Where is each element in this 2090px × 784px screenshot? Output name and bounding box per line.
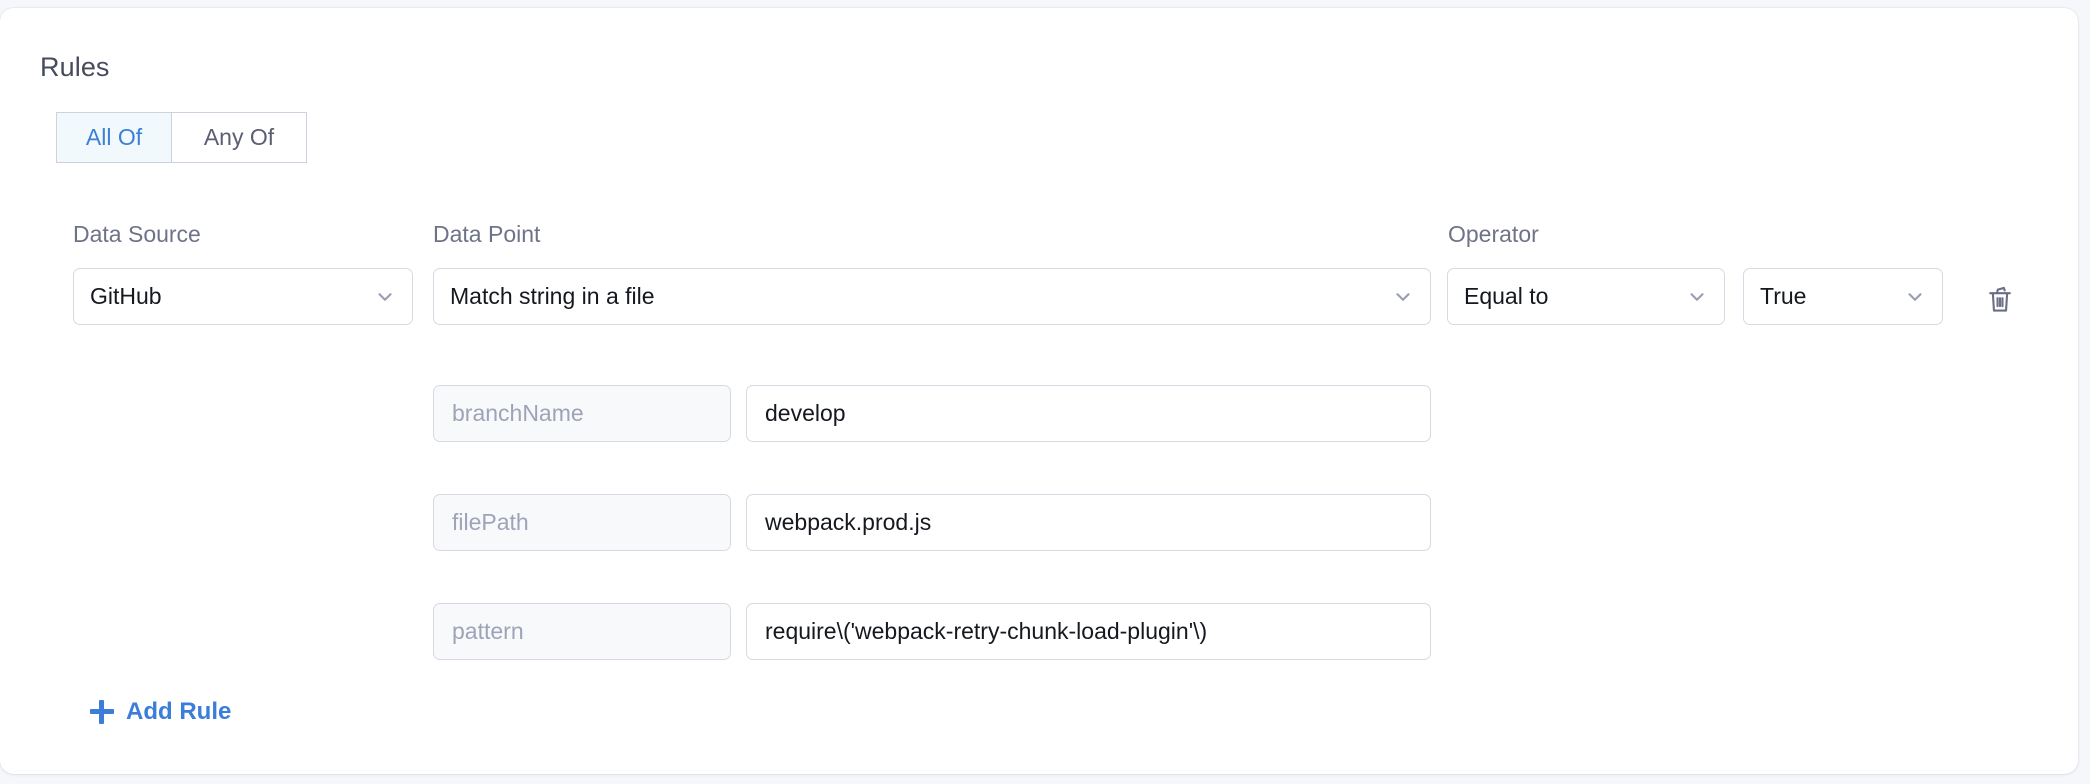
parameter-key-field[interactable]: pattern [433, 603, 731, 660]
data-source-select[interactable]: GitHub [73, 268, 413, 325]
page-title: Rules [40, 52, 110, 82]
match-type-all-of-button[interactable]: All Of [56, 112, 171, 163]
data-point-select-value: Match string in a file [450, 283, 655, 309]
parameter-key-field[interactable]: filePath [433, 494, 731, 551]
match-type-any-of-button[interactable]: Any Of [171, 112, 307, 163]
match-type-toggle-group: All Of Any Of [56, 112, 307, 163]
add-rule-label: Add Rule [126, 698, 232, 725]
operator-select-value: Equal to [1464, 283, 1549, 309]
parameter-value-field[interactable]: require\('webpack-retry-chunk-load-plugi… [746, 603, 1431, 660]
delete-rule-button[interactable] [1978, 280, 2022, 320]
add-rule-button[interactable]: Add Rule [90, 698, 231, 726]
operator-label: Operator [1448, 221, 1539, 247]
parameter-value-field[interactable]: develop [746, 385, 1431, 442]
parameter-row: branchName develop [0, 385, 2078, 442]
parameter-key-field[interactable]: branchName [433, 385, 731, 442]
data-source-label: Data Source [73, 221, 201, 247]
chevron-down-icon [1392, 286, 1414, 308]
operator-select[interactable]: Equal to [1447, 268, 1725, 325]
trash-icon [1985, 284, 2015, 316]
parameter-row: pattern require\('webpack-retry-chunk-lo… [0, 603, 2078, 660]
data-source-select-value: GitHub [90, 283, 162, 309]
plus-icon [90, 700, 114, 724]
data-point-select[interactable]: Match string in a file [433, 268, 1431, 325]
chevron-down-icon [1904, 286, 1926, 308]
operator-value-select[interactable]: True [1743, 268, 1943, 325]
chevron-down-icon [374, 286, 396, 308]
chevron-down-icon [1686, 286, 1708, 308]
parameter-value-field[interactable]: webpack.prod.js [746, 494, 1431, 551]
operator-value-select-value: True [1760, 283, 1807, 309]
rules-card: Rules All Of Any Of Data Source Data Poi… [0, 8, 2078, 774]
parameter-row: filePath webpack.prod.js [0, 494, 2078, 551]
data-point-label: Data Point [433, 221, 541, 247]
